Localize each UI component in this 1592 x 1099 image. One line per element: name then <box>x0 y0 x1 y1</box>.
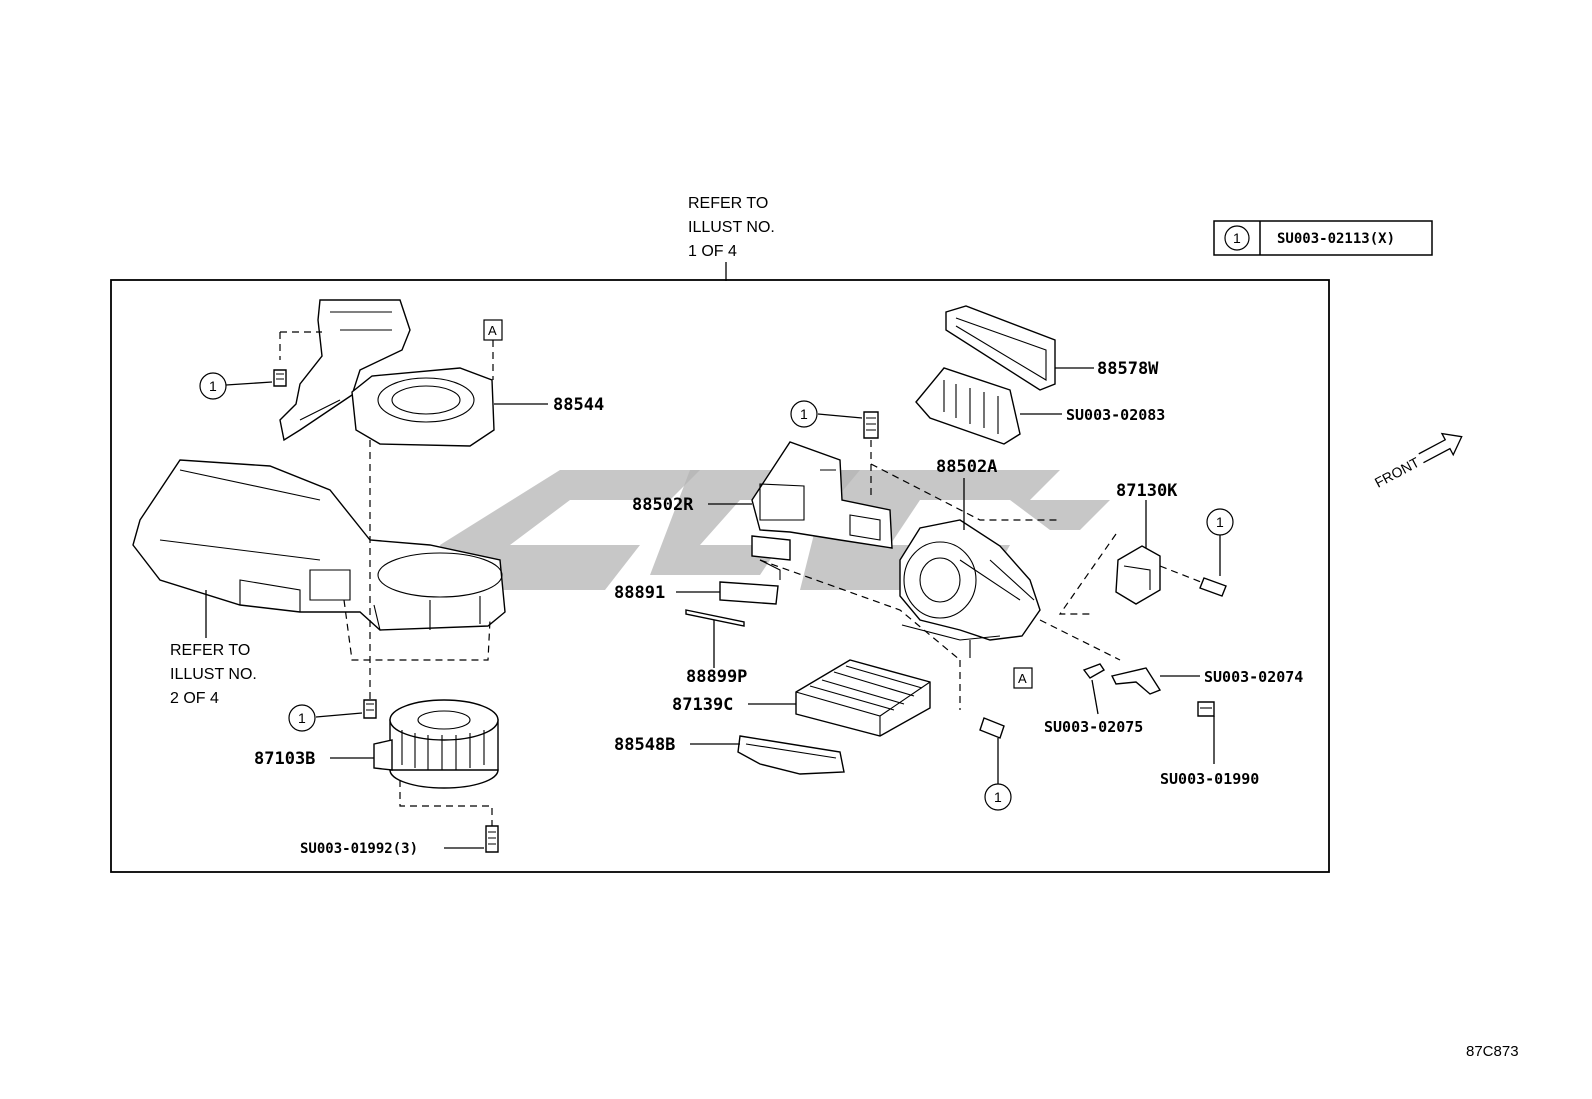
callout-marker-icon <box>790 400 818 428</box>
leader-marker-1c <box>817 413 863 419</box>
front-arrow-icon: FRONT <box>1372 432 1463 491</box>
part-88502A-unit <box>899 519 1041 658</box>
part-SU003-02074 <box>1110 667 1162 695</box>
label-88891: 88891 <box>614 583 665 603</box>
callout-1c: 1 <box>800 406 808 422</box>
dash-87130K <box>1058 533 1207 615</box>
leader-marker-1a <box>225 381 273 386</box>
part-87139C-filter <box>795 659 931 737</box>
illustration-id: 87C873 <box>1466 1043 1519 1060</box>
callout-marker-icon <box>199 372 227 400</box>
refer-top-line1: REFER TO <box>688 195 768 212</box>
diagram-frame <box>110 279 1330 873</box>
callout-1b: 1 <box>298 710 306 726</box>
label-88502A: 88502A <box>936 457 997 477</box>
callout-1d: 1 <box>1216 514 1224 530</box>
part-87130K-actuator <box>1115 545 1161 605</box>
label-88502R: 88502R <box>632 495 694 515</box>
part-88899P <box>685 609 745 627</box>
legend-box: 1 SU003-02113(X) <box>1213 220 1433 256</box>
ref-box-a-lower <box>1013 667 1033 689</box>
screw-icon <box>273 369 287 387</box>
screw-icon <box>1199 577 1227 597</box>
part-lower-case <box>132 459 506 631</box>
legend-marker: 1 <box>1233 230 1241 246</box>
part-SU003-02083-damper <box>915 367 1021 445</box>
label-SU003-02083: SU003-02083 <box>1066 406 1165 424</box>
dash-unit-links <box>759 559 1121 710</box>
refer-left-line1: REFER TO <box>170 642 250 659</box>
label-87139C: 87139C <box>672 695 733 715</box>
leader-marker-1b <box>315 712 363 718</box>
legend-marker-icon <box>1224 225 1250 251</box>
dash-upper-screw <box>279 331 322 360</box>
label-87103B: 87103B <box>254 749 315 769</box>
callout-marker-icon <box>984 783 1012 811</box>
legend-code: SU003-02113(X) <box>1277 231 1395 247</box>
dash-motor-screws <box>399 780 493 826</box>
label-88544: 88544 <box>553 395 604 415</box>
screw-icon <box>363 699 377 719</box>
label-88548B: 88548B <box>614 735 675 755</box>
screw-icon <box>1197 701 1215 717</box>
dash-center-screw <box>343 440 491 700</box>
screw-icon <box>979 717 1005 739</box>
part-88502R-bracket <box>751 441 893 561</box>
part-87103B-blower-motor <box>373 699 499 789</box>
part-SU003-02075 <box>1082 663 1105 679</box>
callout-1e: 1 <box>994 789 1002 805</box>
screw-icon <box>863 411 879 439</box>
refer-top-line3: 1 OF 4 <box>688 243 737 260</box>
part-88578W-frame <box>945 305 1056 391</box>
part-88548B-cover <box>737 735 845 775</box>
callout-1a: 1 <box>209 378 217 394</box>
part-88891 <box>719 559 781 605</box>
front-label: FRONT <box>1372 454 1422 491</box>
part-88544-housing <box>279 299 495 447</box>
label-88899P: 88899P <box>686 667 747 687</box>
callout-marker-icon <box>288 704 316 732</box>
ref-box-a-lower-label: A <box>1018 671 1027 686</box>
ref-box-a-upper-label: A <box>488 323 497 338</box>
refer-left-line2: ILLUST NO. <box>170 666 257 683</box>
refer-top-line2: ILLUST NO. <box>688 219 775 236</box>
label-SU003-01992: SU003-01992(3) <box>300 841 418 857</box>
label-SU003-02075: SU003-02075 <box>1044 718 1143 736</box>
ref-box-a-upper <box>483 319 503 341</box>
leader-02075 <box>1091 679 1099 715</box>
label-88578W: 88578W <box>1097 359 1159 379</box>
dash-88502R-screw <box>870 440 1060 521</box>
refer-left-line3: 2 OF 4 <box>170 690 219 707</box>
label-SU003-02074: SU003-02074 <box>1204 668 1303 686</box>
label-87130K: 87130K <box>1116 481 1178 501</box>
screw-icon <box>485 825 499 853</box>
label-SU003-01990: SU003-01990 <box>1160 770 1259 788</box>
